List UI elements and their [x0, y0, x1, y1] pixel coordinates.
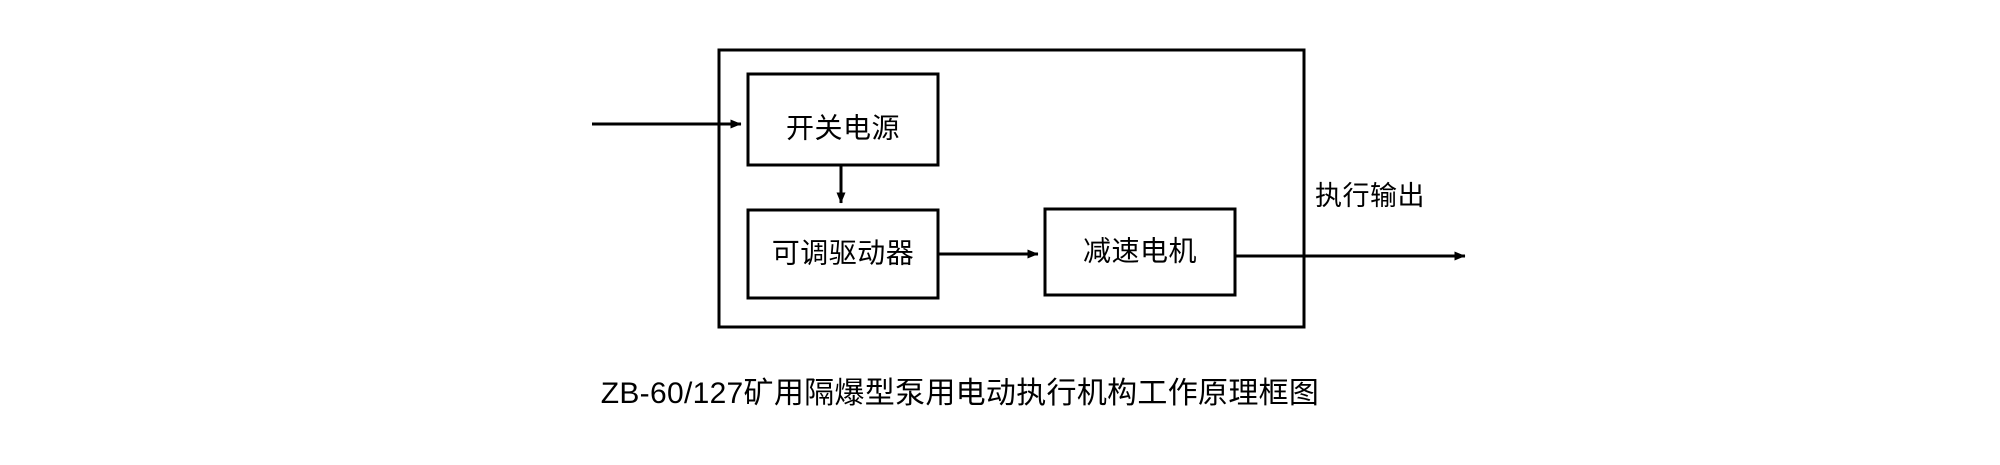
- edge-actuation-output-label: 执行输出: [1315, 181, 1425, 211]
- node-switching-power-supply: [746, 72, 940, 167]
- node-geared-motor-label: 减速电机: [1083, 235, 1197, 266]
- enclosure-boundary: [717, 48, 1306, 329]
- node-geared-motor: [1043, 207, 1237, 297]
- node-adjustable-driver-label: 可调驱动器: [772, 237, 915, 268]
- node-switching-power-supply-label: 开关电源: [786, 112, 900, 143]
- figure-caption: ZB-60/127矿用隔爆型泵用电动执行机构工作原理框图: [601, 377, 1319, 410]
